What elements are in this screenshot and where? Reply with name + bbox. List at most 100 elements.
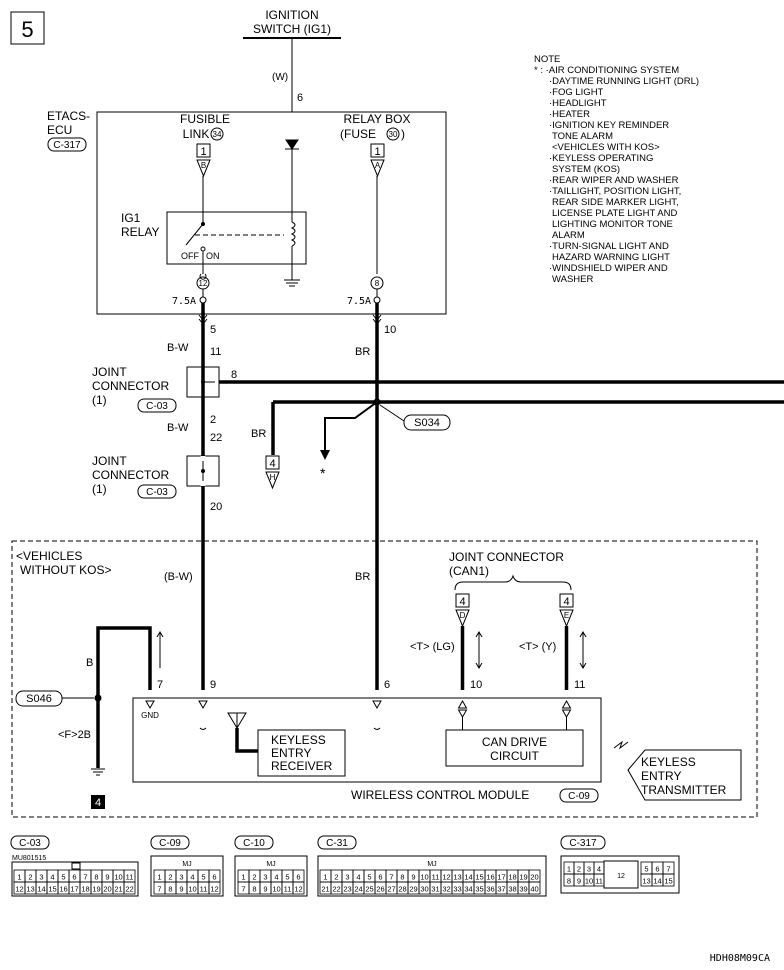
c31-pin: 14 — [464, 873, 472, 882]
c09-pin: 6 — [212, 873, 216, 882]
c31-pin: 4 — [356, 873, 360, 882]
c31-pin: 20 — [530, 873, 538, 882]
ig1-relay-box — [166, 211, 307, 265]
relay-box-label: RELAY BOX — [344, 112, 411, 126]
can-drive-label-2: CIRCUIT — [490, 749, 539, 763]
conn-label-c09: C-09 — [159, 838, 181, 849]
note-line: LICENSE PLATE LIGHT AND — [552, 208, 677, 219]
c31-pin: 3 — [345, 873, 349, 882]
wireless-control-module-box — [132, 697, 602, 783]
c31-pin: 11 — [432, 873, 440, 882]
note-line: ·REAR WIPER AND WASHER — [549, 175, 679, 186]
pin-5: 5 — [210, 324, 216, 336]
c03-pin: 2 — [28, 873, 32, 882]
c10-pin: 10 — [272, 885, 280, 894]
c09-pin: 2 — [168, 873, 172, 882]
figure-code: HDH08M09CA — [710, 953, 770, 964]
c03-pin: 1 — [17, 873, 21, 882]
etacs-connector: C-317 — [53, 140, 81, 151]
pin-6: 6 — [384, 679, 390, 691]
c10-cell — [292, 881, 305, 895]
marker-letter-e: E — [564, 611, 569, 620]
wire-color-w: (W) — [272, 72, 288, 83]
c09-pin: 10 — [188, 885, 196, 894]
c31-pin: 30 — [420, 885, 428, 894]
c31-pin: 31 — [431, 885, 439, 894]
can-drive-label: CAN DRIVE — [482, 735, 547, 749]
c31-pin: 12 — [442, 873, 450, 882]
keyless-transmitter-label-2: ENTRY — [641, 769, 681, 783]
c31-pin: 18 — [508, 873, 516, 882]
wcm-label: WIRELESS CONTROL MODULE — [351, 788, 529, 802]
c31-pin: 25 — [365, 885, 373, 894]
c31-pin: 2 — [334, 873, 338, 882]
gnd-label: GND — [141, 711, 159, 720]
relay-box-label-2: (FUSE — [340, 127, 376, 141]
c09-cell — [208, 881, 221, 895]
c31-pin: 28 — [398, 885, 406, 894]
pin-20: 20 — [210, 501, 222, 513]
wire-br-2: BR — [251, 428, 266, 440]
joint-connector-can1-label: JOINT CONNECTOR — [449, 550, 564, 564]
c10-pin: 9 — [263, 885, 267, 894]
c03-pin: 18 — [81, 885, 89, 894]
conn-part-c03: MU801515 — [12, 855, 46, 862]
marker-4-can-e: 4 — [563, 596, 569, 608]
pin-2: 2 — [210, 414, 216, 426]
pin-9: 9 — [210, 679, 216, 691]
pin-10: 10 — [384, 324, 396, 336]
c03-pin: 4 — [50, 873, 54, 882]
c03-pin: 9 — [105, 873, 109, 882]
note-line: LIGHTING MONITOR TONE — [552, 219, 673, 230]
ignition-switch-label: IGNITION — [265, 8, 318, 22]
c10-pin: 11 — [284, 885, 292, 894]
c03-pin: 20 — [103, 885, 111, 894]
c317-right-pin: 15 — [664, 877, 672, 886]
c31-pin: 13 — [453, 873, 461, 882]
c317-right-pin: 5 — [644, 865, 648, 874]
joint-connector-label-2: CONNECTOR — [92, 379, 169, 393]
c03-pin: 3 — [39, 873, 43, 882]
relay-box-label-3: ) — [401, 127, 405, 141]
wire-bw-paren: (B-W) — [164, 571, 193, 583]
c10-pin: 4 — [274, 873, 278, 882]
note-line: ·KEYLESS OPERATING — [549, 153, 653, 164]
fuse-8: 8 — [375, 279, 380, 288]
c09-pin: 11 — [200, 885, 208, 894]
marker-4-can-d: 4 — [459, 596, 465, 608]
note-line: <VEHICLES WITH KOS> — [552, 142, 660, 153]
fusible-link-label: FUSIBLE — [180, 112, 230, 126]
c317-left-pin: 2 — [577, 865, 581, 874]
note-line: ALARM — [552, 230, 585, 241]
conn-c317-mid: 12 — [617, 873, 625, 880]
c09-pin: 8 — [168, 885, 172, 894]
note-line: SYSTEM (KOS) — [552, 164, 620, 175]
c31-pin: 36 — [486, 885, 494, 894]
c317-right-pin: 7 — [666, 865, 670, 874]
joint-connector-label-b: JOINT — [92, 454, 127, 468]
fusible-link-number: 34 — [213, 130, 222, 139]
c31-pin: 27 — [387, 885, 395, 894]
c10-pin: 3 — [263, 873, 267, 882]
pin-7: 7 — [157, 679, 163, 691]
note-line: ·WINDSHIELD WIPER AND — [549, 263, 668, 274]
c03-pin: 12 — [15, 885, 23, 894]
c31-pin: 1 — [323, 873, 327, 882]
conn-label-c317: C-317 — [569, 838, 597, 849]
note-line: ·DAYTIME RUNNING LIGHT (DRL) — [549, 76, 699, 87]
pin-11: 11 — [210, 346, 221, 358]
c317-right-cell — [662, 873, 675, 887]
pin-10b: 10 — [470, 679, 482, 691]
pin-11b: 11 — [574, 679, 585, 691]
conn-label-c03: C-03 — [19, 838, 41, 849]
etacs-label: ETACS- — [47, 109, 90, 123]
c317-right-pin: 6 — [655, 865, 659, 874]
c317-left-pin: 9 — [577, 877, 581, 886]
note-line: ·HEADLIGHT — [549, 98, 607, 109]
marker-letter-d: D — [460, 611, 466, 620]
relay-off-label: OFF — [181, 251, 199, 261]
c31-pin: 22 — [332, 885, 340, 894]
relay-on-label: ON — [206, 251, 220, 261]
